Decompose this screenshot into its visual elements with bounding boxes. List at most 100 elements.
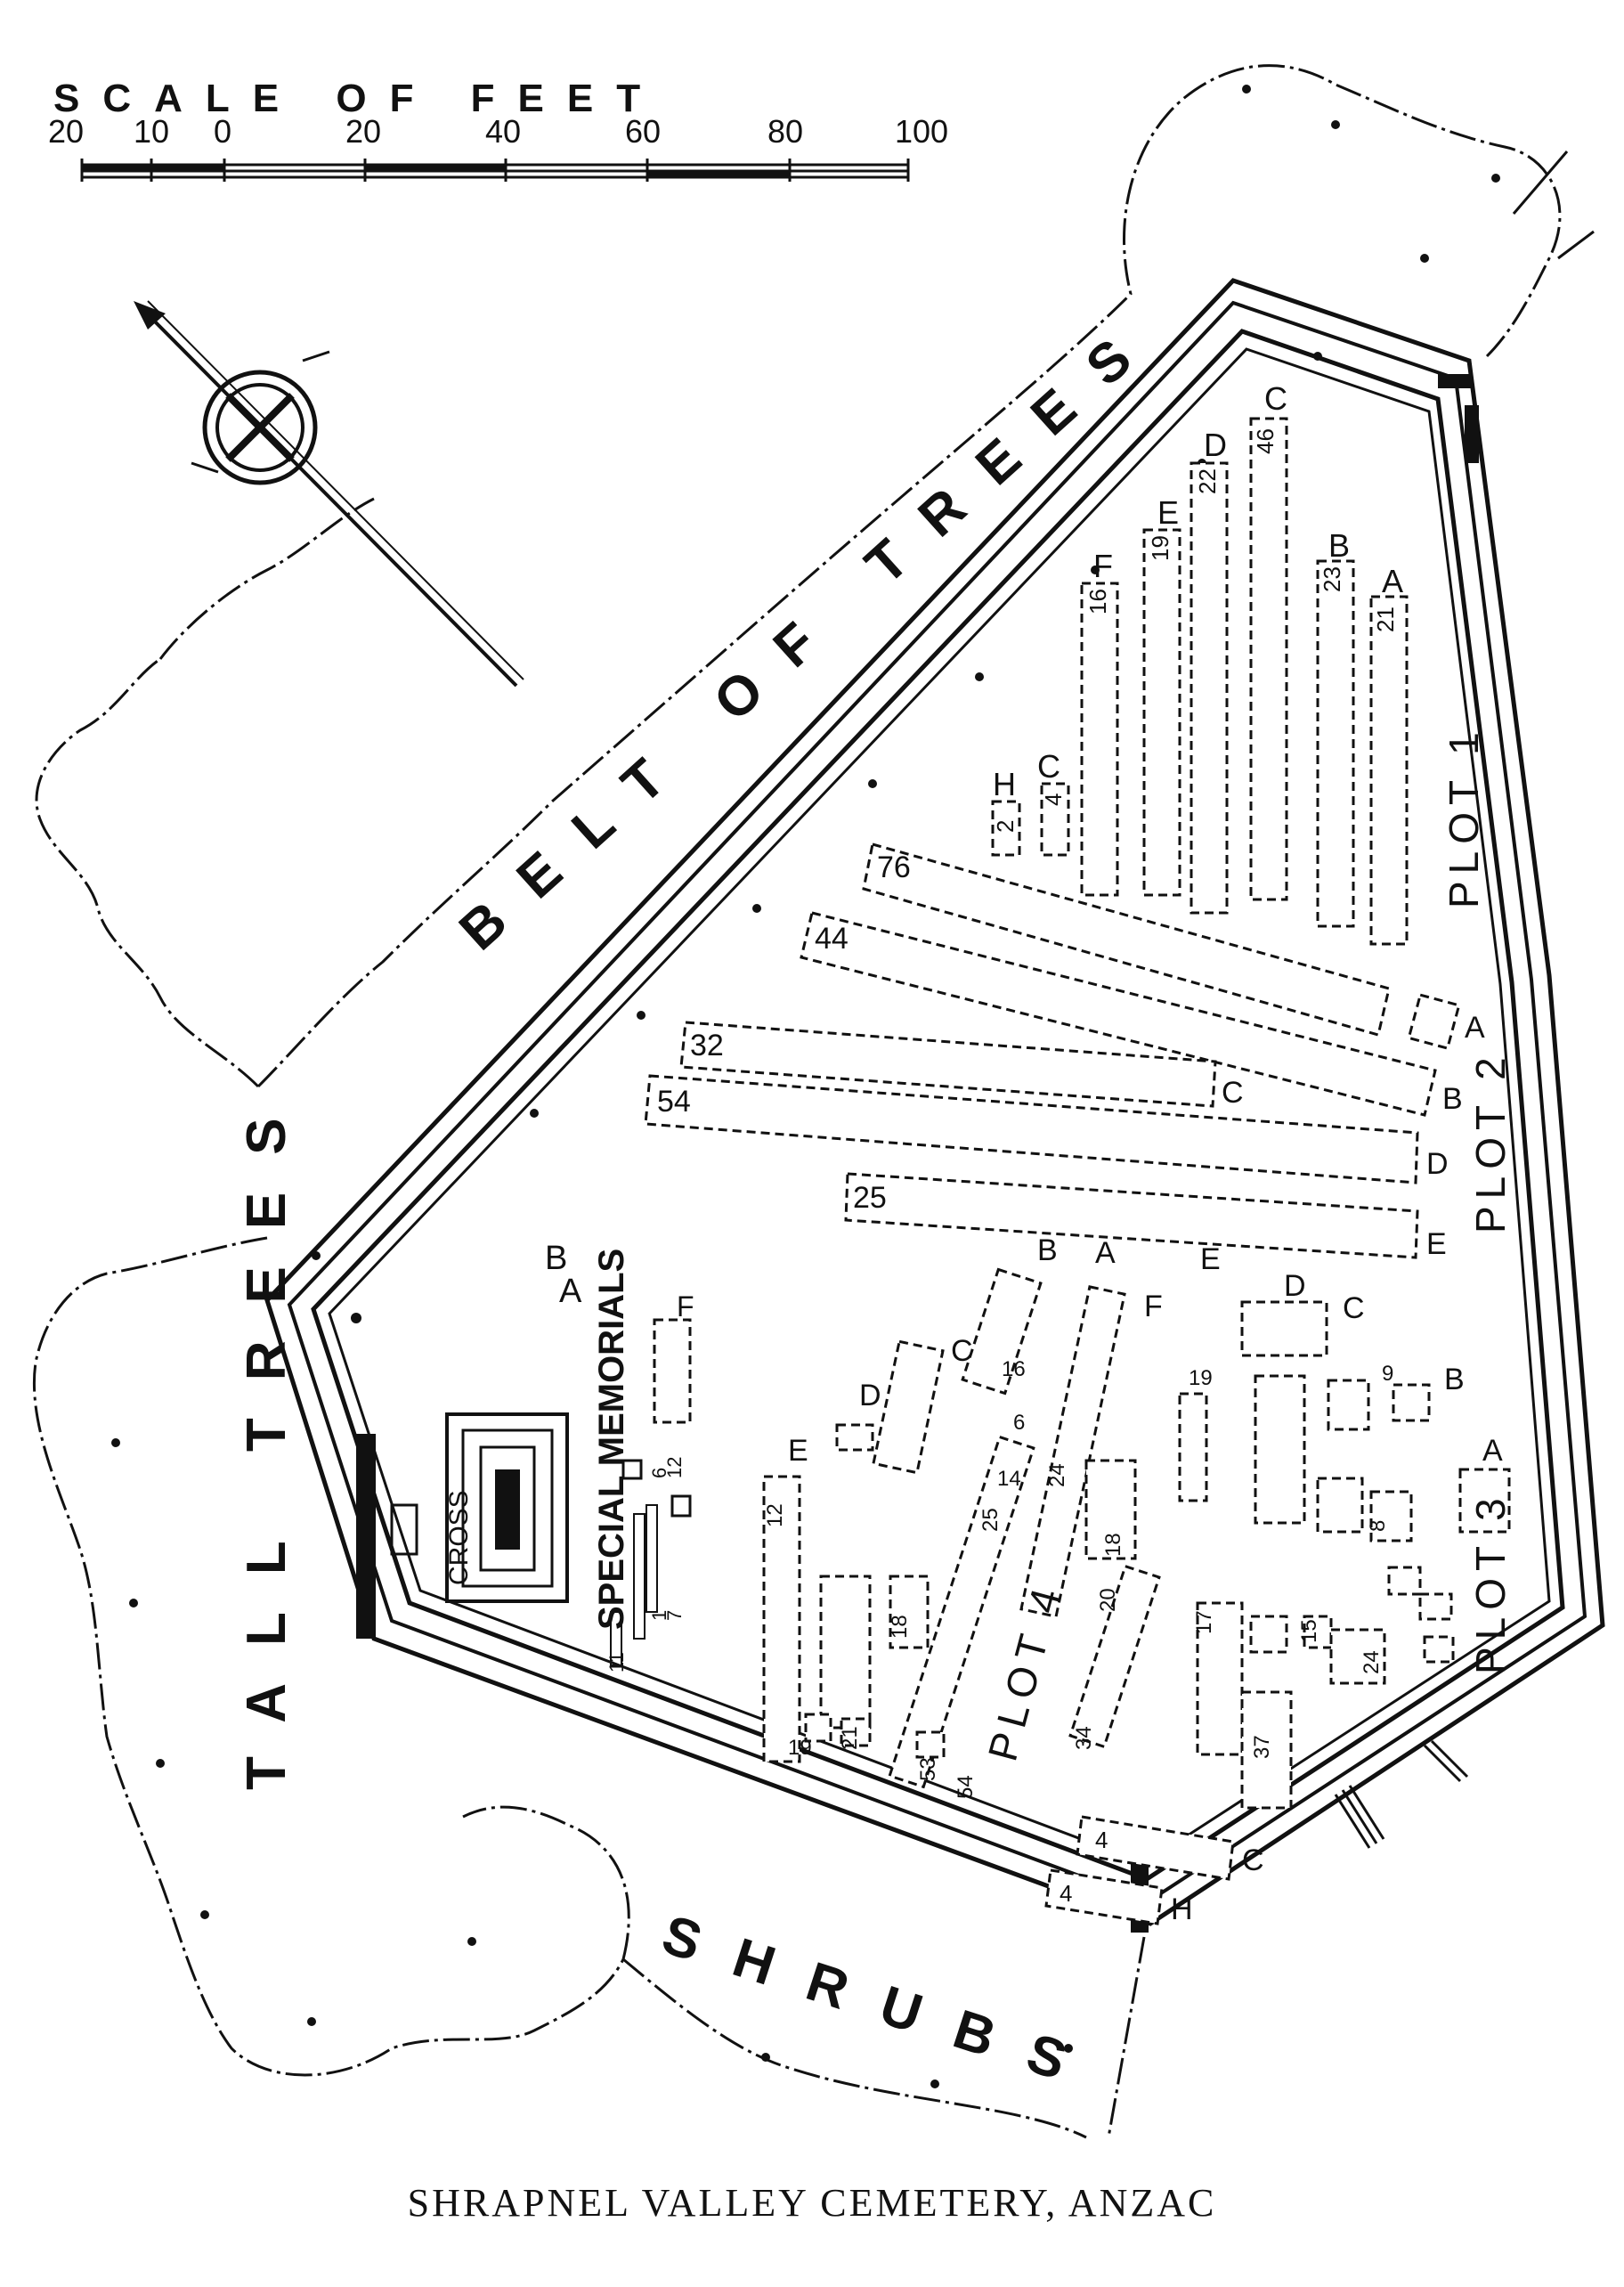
row-label: F: [1093, 548, 1113, 584]
row-count: 15: [1297, 1619, 1321, 1643]
row-count: 18: [1101, 1533, 1125, 1557]
row-count: 25: [853, 1181, 887, 1215]
plot-3: 19 17 37 15 24 9 8 A B C D E PLOT 3: [1178, 1242, 1514, 1810]
row-label: B: [1037, 1233, 1058, 1267]
row-count: 4: [1040, 794, 1067, 806]
row-count: 16: [1084, 589, 1111, 614]
row-count: 9: [1382, 1362, 1393, 1386]
memorials-row-b: B: [545, 1240, 567, 1277]
map-caption: SHRAPNEL VALLEY CEMETERY, ANZAC: [407, 2181, 1217, 2225]
memorial-number: 12: [663, 1457, 686, 1478]
tall-trees-label: TALL TREES: [236, 1080, 297, 1790]
scale-tick-label: 100: [895, 113, 948, 150]
row-count: 24: [1360, 1650, 1384, 1674]
row-label: A: [1482, 1434, 1503, 1468]
memorial-number: 11: [605, 1652, 628, 1673]
cross-of-sacrifice: CROSS: [390, 1412, 569, 1603]
memorials-row-a: A: [559, 1273, 582, 1310]
row-count: 37: [1250, 1735, 1274, 1759]
row-count: 44: [815, 922, 849, 956]
row-label: F: [1144, 1290, 1163, 1323]
row-count: 32: [690, 1029, 724, 1062]
plot-3-label: PLOT 3: [1467, 1491, 1514, 1674]
row-label: A: [1095, 1236, 1116, 1270]
row-label: E: [788, 1434, 808, 1468]
row-label: D: [1426, 1147, 1449, 1181]
row-count: 18: [888, 1615, 912, 1639]
gate-post: [1465, 405, 1479, 463]
row-count: 16: [1002, 1357, 1026, 1381]
row-count: 19: [1147, 535, 1173, 561]
vegetation-outlines: [33, 64, 1595, 2139]
row-label: E: [1200, 1242, 1221, 1276]
row-label: B: [1444, 1363, 1465, 1396]
row-label: C: [1242, 1843, 1264, 1877]
plot-4-label: PLOT 4: [978, 1576, 1070, 1765]
row-label: C: [951, 1334, 973, 1368]
bottom-rows: 4 4 C H: [1044, 1815, 1264, 1926]
row-label: A: [1382, 563, 1403, 599]
row-label: B: [1328, 527, 1350, 564]
scale-tick-label: 80: [767, 113, 803, 150]
row-label: D: [1204, 427, 1227, 463]
scale-bar: SCALE OF FEET 20 10 0 20 40 60 80 100: [48, 77, 948, 182]
memorial-number: 7: [663, 1610, 686, 1621]
row-count: 25: [978, 1508, 1003, 1532]
row-count: 22: [1194, 468, 1221, 494]
scale-title: SCALE OF FEET: [53, 77, 663, 120]
cross-label: CROSS: [444, 1490, 474, 1585]
row-count: 4: [1095, 1827, 1108, 1853]
row-count: 12: [763, 1503, 787, 1527]
row-label: B: [1442, 1082, 1463, 1116]
row-label: C: [1037, 748, 1060, 785]
scale-tick-label: 0: [214, 113, 231, 150]
wall-entrance: [356, 1434, 376, 1639]
scale-tick-label: 20: [48, 113, 84, 150]
row-count: 53: [916, 1757, 940, 1781]
special-memorials-label: SPECIAL MEMORIALS: [592, 1249, 631, 1630]
gate-post: [1438, 374, 1472, 388]
plot-4: 12 19 18 21 16 6 14 24 25 53 54 20 34 18…: [762, 1233, 1163, 1799]
plot-2-label: PLOT 2: [1467, 1050, 1514, 1233]
row-label: A: [1465, 1011, 1485, 1045]
row-count: 6: [1013, 1411, 1025, 1435]
shrubs-label: SHRUBS: [655, 1904, 1109, 2104]
row-count: 17: [1192, 1610, 1216, 1634]
row-label: C: [1343, 1291, 1365, 1325]
row-count: 8: [1366, 1520, 1390, 1532]
scale-tick-label: 10: [134, 113, 169, 150]
row-count: 20: [1096, 1588, 1120, 1612]
row-count: 46: [1252, 428, 1279, 454]
row-count: 76: [877, 851, 911, 884]
plot-2: 76 44 32 54 25 A B C D E PLOT 2: [644, 842, 1514, 1261]
row-label: E: [1426, 1227, 1447, 1261]
plot-1: 46 22 23 21 19 16 4 2 A B C D E F C H PL…: [991, 380, 1487, 946]
scale-tick-label: 60: [625, 113, 661, 150]
scale-tick-label: 40: [485, 113, 521, 150]
row-label: C: [1222, 1076, 1244, 1110]
row-label: F: [677, 1290, 694, 1323]
row-count: 54: [954, 1775, 978, 1799]
row-count: 34: [1072, 1726, 1096, 1750]
row-count: 24: [1045, 1463, 1069, 1487]
row-f-block: [653, 1318, 692, 1424]
row-count: 23: [1319, 566, 1345, 592]
row-label: H: [1171, 1892, 1193, 1926]
row-label: D: [1284, 1269, 1306, 1303]
row-count: 2: [992, 820, 1019, 833]
row-label: C: [1264, 380, 1287, 417]
memorial-number: 6: [648, 1468, 670, 1478]
row-count: 14: [997, 1467, 1021, 1491]
steps: [1334, 1739, 1469, 1849]
plot-1-label: PLOT 1: [1441, 725, 1487, 908]
row-count: 19: [788, 1736, 812, 1760]
row-count: 21: [838, 1726, 862, 1750]
special-memorials: SPECIAL MEMORIALS 1 6 7 12 11 A B: [545, 1240, 692, 1673]
belt-of-trees-label: BELT OF TREES: [448, 303, 1171, 963]
cemetery-wall: [264, 278, 1605, 1926]
row-label: H: [993, 766, 1016, 802]
row-count: 21: [1372, 606, 1399, 632]
north-arrow-icon: [134, 300, 524, 688]
